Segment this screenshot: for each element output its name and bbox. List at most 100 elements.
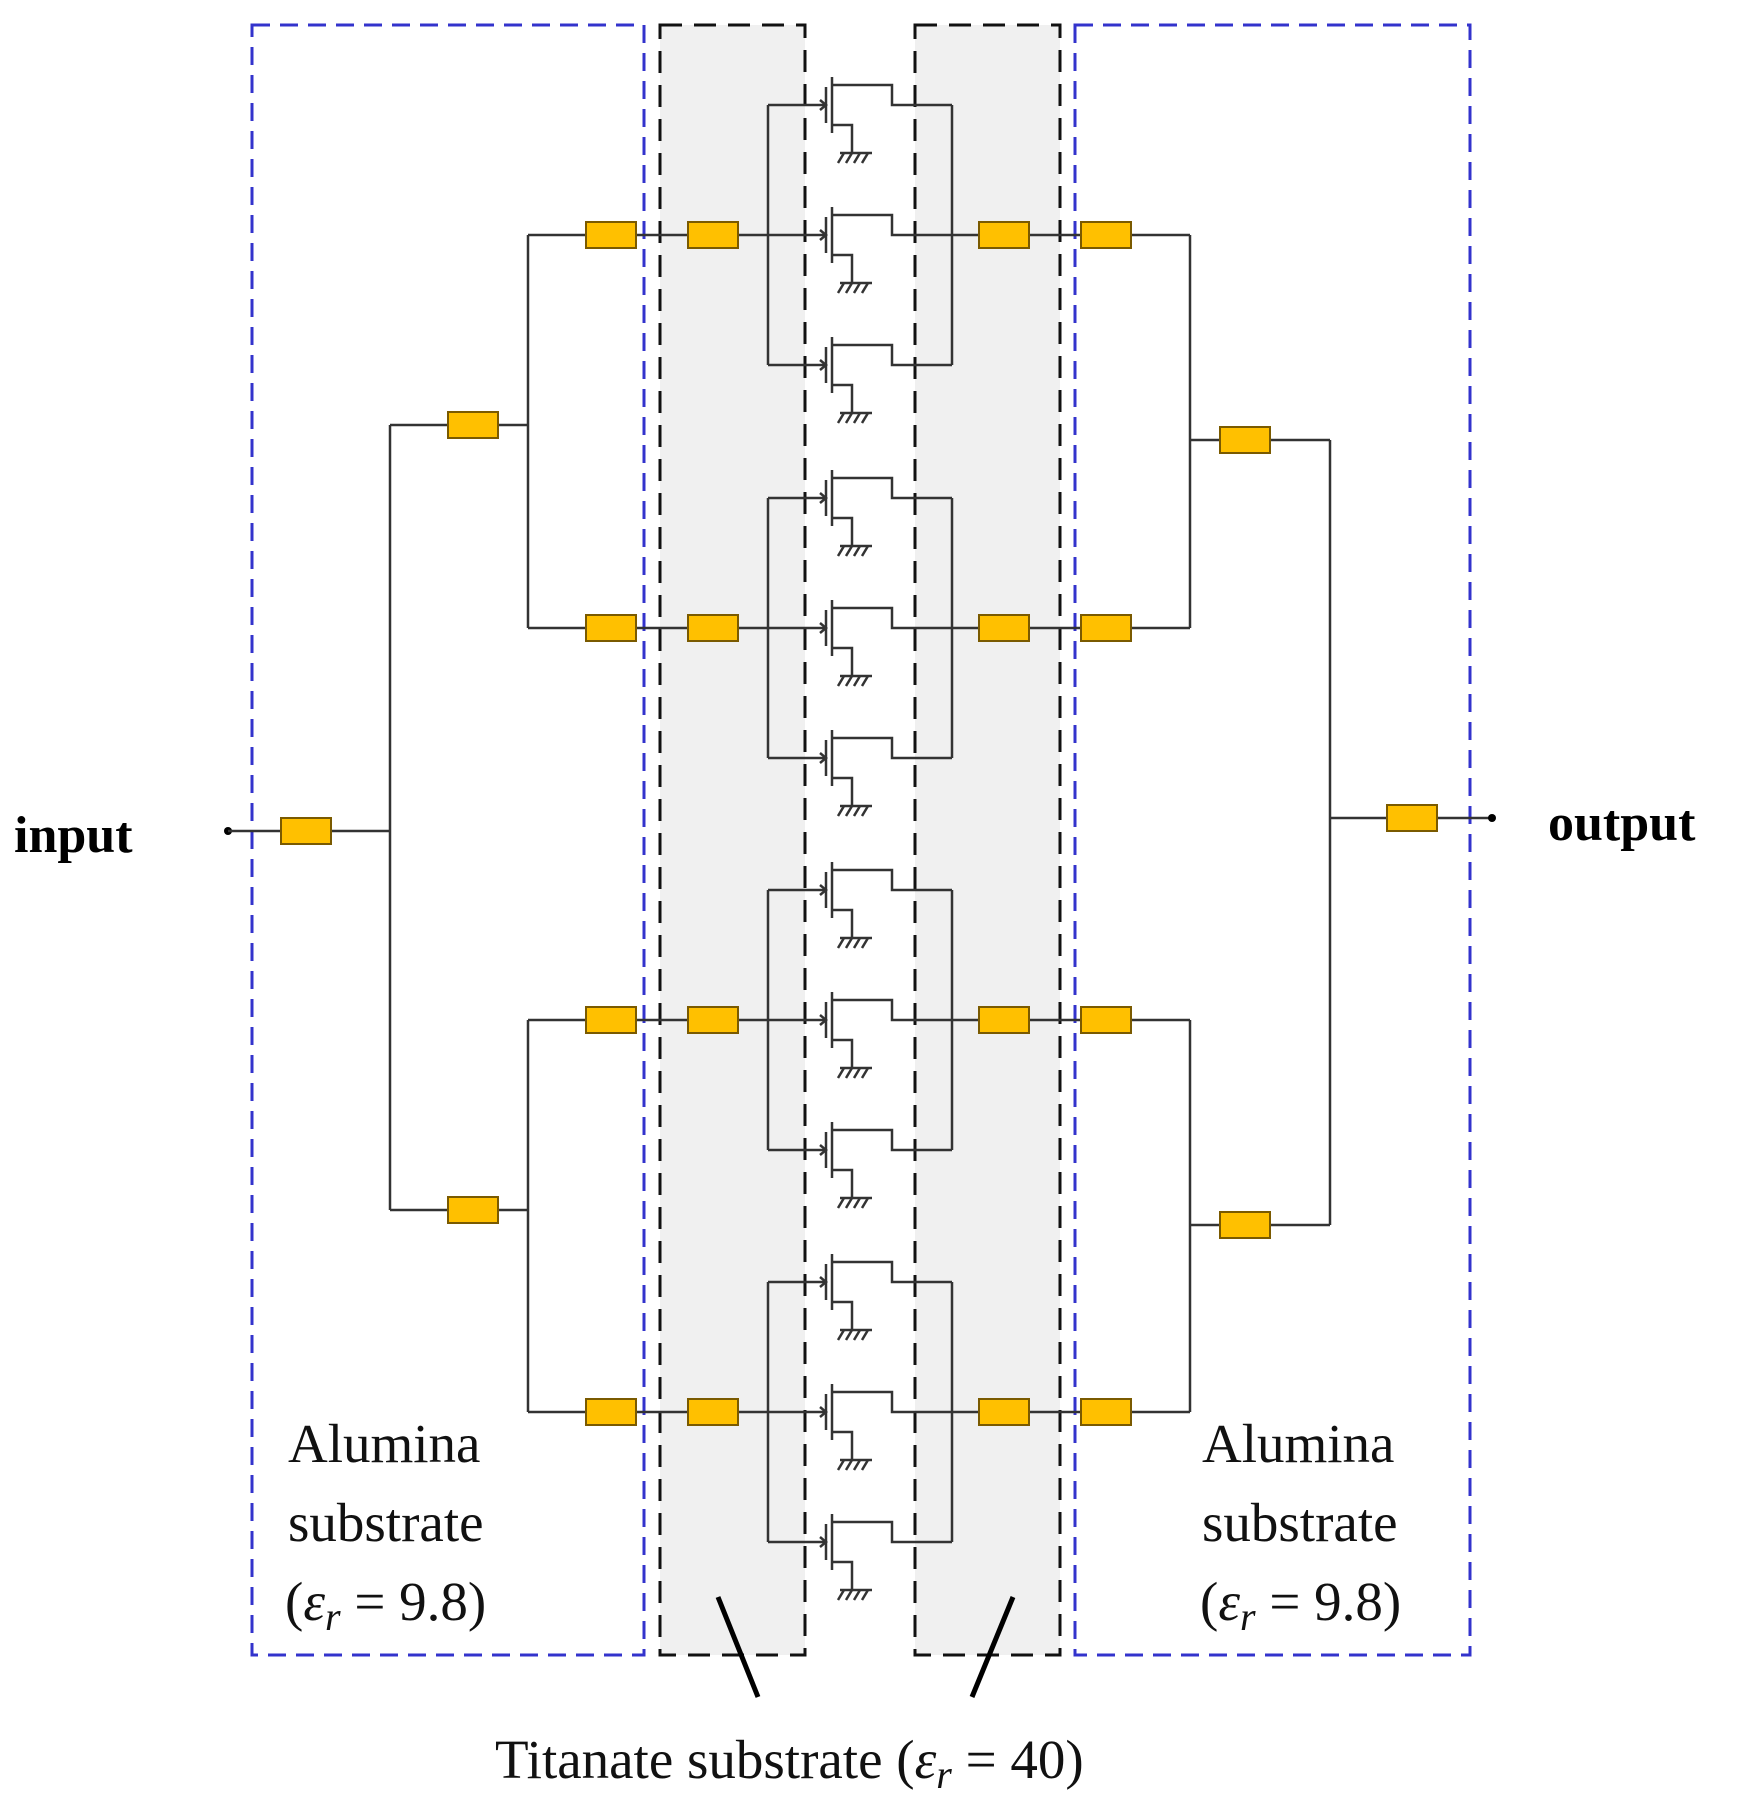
alumina-output-element (1080, 1398, 1132, 1426)
transistor-3-0 (768, 1254, 952, 1341)
ground-hatch (852, 937, 862, 949)
transistor-3-1 (768, 1384, 952, 1471)
left-substrate-permittivity: (εr = 9.8) (285, 1571, 486, 1639)
ground-hatch (836, 282, 846, 294)
transistor-drain-lead (832, 1390, 952, 1414)
alumina-input-element (585, 1006, 637, 1034)
ground-hatch (836, 1067, 846, 1079)
ground-hatch (860, 152, 870, 164)
ground-hatch (836, 152, 846, 164)
ground-hatch (844, 282, 854, 294)
transistor-source-lead (832, 1560, 854, 1590)
transistor-source-lead (832, 646, 854, 676)
transistor-arrow (819, 1276, 828, 1288)
titanate-output-element (978, 1006, 1030, 1034)
transistor-0-2 (768, 337, 952, 424)
transistor-1-2 (768, 730, 952, 817)
ground-hatch (836, 545, 846, 557)
ground-hatch (852, 412, 862, 424)
ground-hatch (860, 412, 870, 424)
left-substrate-label: Alumina substrate (εr = 9.8) (285, 1413, 486, 1639)
ground-hatch (852, 1329, 862, 1341)
transistor-source-lead (832, 1168, 854, 1198)
substrate-regions (250, 23, 1472, 1657)
transistor-arrow (819, 1144, 828, 1156)
ground-hatch (844, 1329, 854, 1341)
titanate-output-element (978, 614, 1030, 642)
transistor-source-lead (832, 383, 854, 413)
ground-hatch (836, 412, 846, 424)
right-substrate-line2: substrate (1202, 1492, 1398, 1553)
output-label: output (1548, 795, 1696, 852)
ground-hatch (860, 1459, 870, 1471)
alumina-input-element (585, 1398, 637, 1426)
alumina-input-element (585, 221, 637, 249)
ground-hatch (836, 1197, 846, 1209)
transistor-source-lead (832, 253, 854, 283)
ground-hatch (860, 1589, 870, 1601)
transistor-2-0 (768, 862, 952, 949)
ground-hatch (860, 1197, 870, 1209)
transistor-arrow (819, 229, 828, 241)
alumina-output-element (1080, 614, 1132, 642)
titanate-input-element (687, 614, 739, 642)
transistor-2-2 (768, 1122, 952, 1209)
ground-hatch (860, 805, 870, 817)
titanate-substrate-label: Titanate substrate (εr = 40) (495, 1729, 1084, 1797)
ground-hatch (844, 1197, 854, 1209)
transistor-source-lead (832, 1038, 854, 1068)
transistor-drain-lead (832, 1520, 952, 1544)
ground-hatch (844, 937, 854, 949)
ground-hatch (844, 412, 854, 424)
transistor-arrow (819, 1014, 828, 1026)
transmission-line-elements (280, 221, 1438, 1426)
transistor-arrow (819, 622, 828, 634)
transistor-2-1 (768, 992, 952, 1079)
transistor-3-2 (768, 1514, 952, 1601)
alumina-substrate-right (1073, 23, 1472, 1657)
transistor-drain-lead (832, 606, 952, 630)
transistor-arrow (819, 492, 828, 504)
split1-line-element (447, 1196, 499, 1224)
transistor-source-lead (832, 123, 854, 153)
titanate-pointer-right (969, 1596, 1016, 1698)
ground-hatch (836, 805, 846, 817)
transistor-arrow (819, 884, 828, 896)
ground-hatch (852, 675, 862, 687)
titanate-input-element (687, 1006, 739, 1034)
combine2-line-element (1219, 1211, 1271, 1239)
ground-hatch (852, 545, 862, 557)
left-substrate-line1: Alumina (288, 1413, 480, 1474)
ground-hatch (860, 675, 870, 687)
transistor-source-lead (832, 1430, 854, 1460)
transistor-source-lead (832, 776, 854, 806)
ground-hatch (860, 545, 870, 557)
ground-hatch (844, 1067, 854, 1079)
ground-hatch (860, 282, 870, 294)
titanate-input-element (687, 1398, 739, 1426)
ground-hatch (852, 1197, 862, 1209)
ground-hatch (836, 937, 846, 949)
alumina-output-element (1080, 1006, 1132, 1034)
ground-hatch (852, 282, 862, 294)
output-terminal-dot (1488, 814, 1496, 822)
ground-hatch (852, 152, 862, 164)
alumina-input-element (585, 614, 637, 642)
transistor-arrow (819, 99, 828, 111)
ground-hatch (836, 1589, 846, 1601)
titanate-output-element (978, 1398, 1030, 1426)
ground-hatch (844, 1459, 854, 1471)
transistor-drain-lead (832, 998, 952, 1022)
input-label: input (14, 807, 133, 864)
ground-hatch (852, 805, 862, 817)
ground-hatch (852, 1067, 862, 1079)
right-substrate-line1: Alumina (1202, 1413, 1394, 1474)
transistor-0-1 (768, 207, 952, 294)
titanate-substrate-right (913, 23, 1062, 1657)
circuit-wires (224, 105, 1496, 1542)
transistor-1-0 (768, 470, 952, 557)
transistor-source-lead (832, 908, 854, 938)
transistor-1-1 (768, 600, 952, 687)
transistor-arrow (819, 1536, 828, 1548)
